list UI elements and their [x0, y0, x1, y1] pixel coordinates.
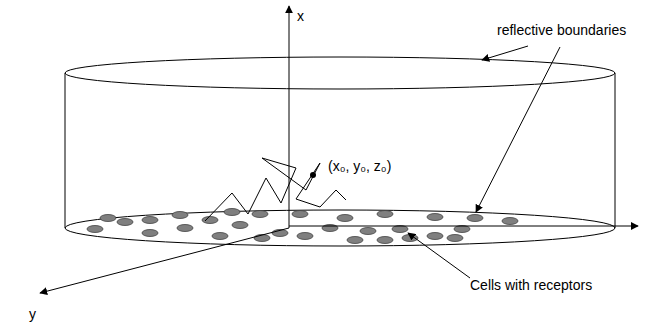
dish-wall [615, 73, 616, 228]
point-label: (x₀, y₀, z₀) [326, 158, 393, 174]
cell [142, 230, 158, 237]
cell [392, 226, 408, 233]
cell [502, 218, 518, 225]
cell [337, 215, 353, 222]
start-point [310, 172, 316, 178]
cell [297, 233, 313, 240]
cell [252, 211, 268, 218]
random-walk [205, 158, 346, 221]
cell [142, 217, 158, 224]
cell [212, 233, 228, 240]
z-axis [289, 226, 638, 227]
x-axis [289, 6, 290, 228]
cell [117, 219, 133, 226]
leader-line [476, 47, 560, 212]
cell [427, 214, 443, 221]
dish-top [65, 57, 615, 89]
cell [377, 211, 393, 218]
cell [467, 215, 483, 222]
cell [292, 211, 308, 218]
callout-label: Cells with receptors [470, 277, 592, 293]
axis-label: y [29, 306, 36, 322]
dish-wall [65, 73, 66, 228]
dish-bottom-front [65, 228, 615, 246]
cell [100, 215, 116, 222]
cell [87, 226, 103, 233]
cell [447, 235, 463, 242]
cell [377, 237, 393, 244]
cell [202, 217, 218, 224]
leader-line [408, 233, 470, 278]
callout-label: reflective boundaries [497, 22, 626, 38]
cell [427, 233, 443, 240]
cell [347, 237, 363, 244]
cell [177, 225, 193, 232]
cell [224, 209, 240, 216]
cell [360, 228, 376, 235]
cell [454, 226, 470, 233]
cell [232, 222, 248, 229]
cell [172, 212, 188, 219]
y-axis [40, 228, 289, 293]
leader-line [482, 46, 528, 60]
dish-bottom-back [65, 210, 615, 228]
axis-label: x [297, 8, 304, 24]
